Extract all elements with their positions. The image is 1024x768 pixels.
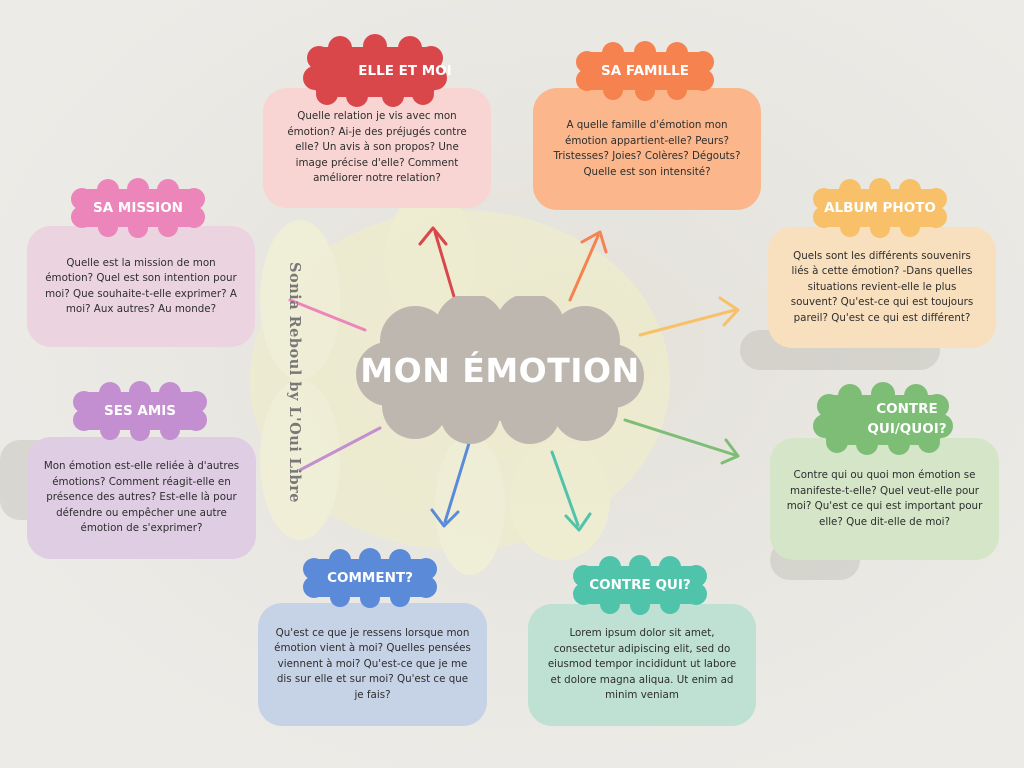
card-text: Quelle est la mission de mon émotion? Qu… <box>45 256 237 316</box>
center-title: MON ÉMOTION <box>360 350 640 390</box>
tag-label: CONTRE QUI/QUOI? <box>867 401 947 437</box>
tag-sa-mission: SA MISSION <box>70 178 206 238</box>
tag-label: SA FAMILLE <box>601 63 689 79</box>
tag-shape <box>303 548 437 608</box>
tag-shape <box>73 381 207 441</box>
arrow-sa-mission <box>288 298 367 332</box>
card-text: Qu'est ce que je ressens lorsque mon émo… <box>274 626 471 701</box>
tag-contre-qui-quoi: CONTRE QUI/QUOI? <box>813 382 953 455</box>
card-contre-qui-quoi: Contre qui ou quoi mon émotion se manife… <box>770 438 999 560</box>
tag-elle-et-moi: ELLE ET MOI <box>303 34 452 107</box>
tag-label: COMMENT? <box>327 570 413 586</box>
tag-label: ALBUM PHOTO <box>824 200 936 216</box>
tag-shape <box>813 382 953 455</box>
tag-album-photo: ALBUM PHOTO <box>812 178 948 238</box>
tag-shape <box>573 555 707 615</box>
card-sa-famille: A quelle famille d'émotion mon émotion a… <box>533 88 761 210</box>
tag-label: SES AMIS <box>104 403 176 419</box>
card-album-photo: Quels sont les différents souvenirs liés… <box>768 227 996 348</box>
tag-label: CONTRE QUI? <box>589 577 691 593</box>
card-elle-et-moi: Quelle relation je vis avec mon émotion?… <box>263 88 491 208</box>
card-text: Lorem ipsum dolor sit amet, consectetur … <box>547 627 737 702</box>
card-text: A quelle famille d'émotion mon émotion a… <box>553 119 741 178</box>
tag-shape <box>576 41 714 101</box>
arrow-album-photo <box>638 296 740 337</box>
arrow-contre-qui <box>550 450 592 532</box>
card-text: Quelle relation je vis avec mon émotion?… <box>287 110 467 185</box>
tag-shape <box>303 34 447 107</box>
tag-ses-amis: SES AMIS <box>72 381 208 441</box>
tag-shape <box>813 178 947 238</box>
central-emotion-cloud: MON ÉMOTION <box>350 293 650 444</box>
card-ses-amis: Mon émotion est-elle reliée à d'autres é… <box>27 437 256 559</box>
tag-contre-qui: CONTRE QUI? <box>572 555 708 615</box>
card-text: Quels sont les différents souvenirs liés… <box>790 249 974 324</box>
arrow-sa-famille <box>568 230 608 302</box>
tag-comment: COMMENT? <box>302 548 438 608</box>
card-text: Contre qui ou quoi mon émotion se manife… <box>786 469 983 528</box>
card-comment: Qu'est ce que je ressens lorsque mon émo… <box>258 603 487 726</box>
tag-shape <box>71 178 205 238</box>
card-contre-qui: Lorem ipsum dolor sit amet, consectetur … <box>528 604 756 726</box>
arrow-contre-qui-quoi <box>623 418 740 465</box>
card-text: Mon émotion est-elle reliée à d'autres é… <box>43 460 240 535</box>
tag-sa-famille: SA FAMILLE <box>575 41 715 101</box>
card-sa-mission: Quelle est la mission de mon émotion? Qu… <box>27 226 255 347</box>
arrow-ses-amis <box>298 426 382 472</box>
cloud-shape <box>356 293 644 444</box>
arrow-comment <box>430 438 472 528</box>
tag-label: ELLE ET MOI <box>358 63 452 79</box>
arrow-elle-et-moi <box>418 226 457 302</box>
tag-label: SA MISSION <box>93 200 183 216</box>
author-credit: Sonia Reboul by L'Oui Libre <box>286 262 303 504</box>
